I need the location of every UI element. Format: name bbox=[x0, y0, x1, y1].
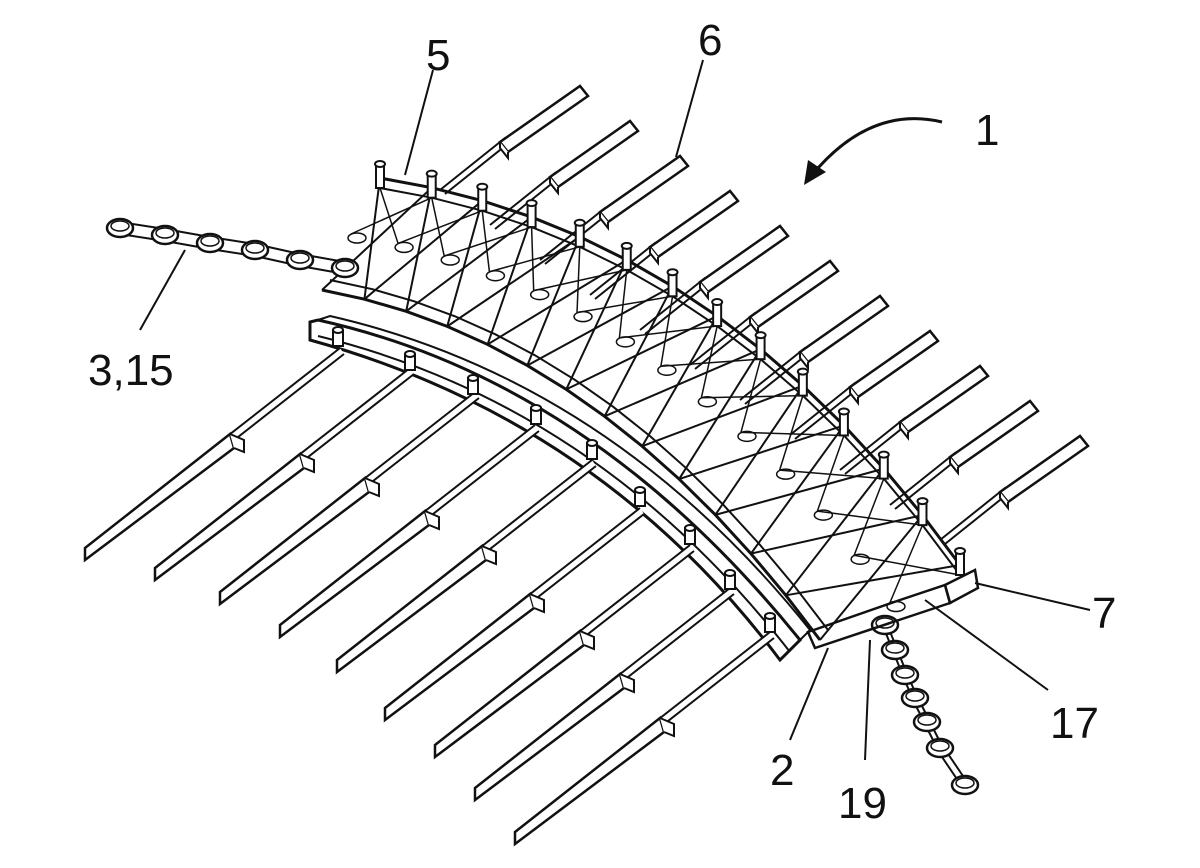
upper-slat bbox=[489, 119, 640, 230]
chain-link bbox=[285, 249, 315, 271]
lower-slat bbox=[218, 391, 480, 607]
chain-link bbox=[900, 687, 930, 709]
beam-pin bbox=[332, 326, 344, 347]
lower-slat bbox=[153, 367, 415, 583]
upper-slat bbox=[939, 434, 1090, 545]
ref-label-7: 7 bbox=[1092, 589, 1116, 638]
ref-label-19: 19 bbox=[838, 779, 887, 828]
ref-label-3-15: 3,15 bbox=[88, 346, 174, 395]
lower-slat bbox=[433, 544, 695, 760]
lower-slat bbox=[383, 507, 645, 723]
beam-pin bbox=[684, 524, 696, 545]
chain-link bbox=[950, 774, 980, 796]
beam-pin bbox=[586, 439, 598, 460]
chain-19 bbox=[870, 614, 980, 796]
chain-link bbox=[925, 737, 955, 759]
lower-slat bbox=[473, 587, 735, 803]
chain-3-15 bbox=[105, 217, 360, 279]
upper-slat bbox=[739, 294, 890, 405]
ref-label-17: 17 bbox=[1050, 699, 1099, 748]
upper-slat bbox=[639, 224, 790, 335]
lattice-top-rail bbox=[379, 176, 962, 566]
lattice-post bbox=[425, 169, 438, 199]
chain-link bbox=[912, 711, 942, 733]
lattice-post bbox=[374, 160, 386, 189]
ref-label-1: 1 bbox=[975, 106, 999, 155]
chain-link bbox=[150, 224, 180, 246]
lattice-frame bbox=[321, 160, 966, 641]
beam-pin bbox=[467, 374, 479, 395]
lattice-post bbox=[877, 450, 890, 480]
beam-pin bbox=[634, 486, 646, 507]
beam-pin bbox=[404, 350, 416, 371]
chain-link bbox=[330, 257, 360, 279]
lattice-post bbox=[916, 497, 929, 527]
lattice-post bbox=[620, 241, 633, 271]
ref-label-5: 5 bbox=[426, 31, 450, 80]
lattice-bottom-rail bbox=[321, 288, 822, 641]
lower-slat bbox=[278, 424, 540, 640]
end-plate-7 bbox=[806, 568, 980, 650]
beam-pin bbox=[530, 404, 542, 425]
upper-slat bbox=[439, 84, 590, 195]
leader-lines bbox=[139, 59, 1091, 761]
lattice-post bbox=[754, 331, 767, 361]
beam-pin-group bbox=[332, 326, 776, 633]
lattice-post bbox=[837, 407, 850, 437]
lattice-post bbox=[796, 367, 809, 397]
ref-label-6: 6 bbox=[698, 16, 722, 65]
lattice-post bbox=[525, 199, 538, 229]
upper-slat bbox=[839, 364, 990, 475]
beam-pin bbox=[724, 569, 736, 590]
lower-slat bbox=[83, 347, 345, 563]
lattice-post bbox=[954, 547, 966, 576]
upper-slat bbox=[789, 329, 940, 440]
arrow-1 bbox=[804, 117, 943, 185]
chain-link bbox=[880, 639, 910, 661]
upper-slat bbox=[689, 259, 840, 370]
lower-slat bbox=[335, 459, 597, 675]
lattice-post bbox=[666, 268, 679, 298]
chain-link bbox=[105, 217, 135, 239]
chain-link bbox=[240, 239, 270, 261]
lower-slat-group bbox=[83, 347, 775, 847]
upper-slat-group bbox=[439, 84, 1090, 545]
chain-link bbox=[890, 664, 920, 686]
chain-link bbox=[195, 232, 225, 254]
lattice-post bbox=[711, 298, 724, 328]
lattice-post bbox=[476, 182, 489, 212]
beam-pin bbox=[764, 612, 776, 633]
lower-slat bbox=[513, 631, 775, 847]
lattice-post bbox=[573, 218, 586, 248]
ref-label-2: 2 bbox=[770, 746, 794, 795]
